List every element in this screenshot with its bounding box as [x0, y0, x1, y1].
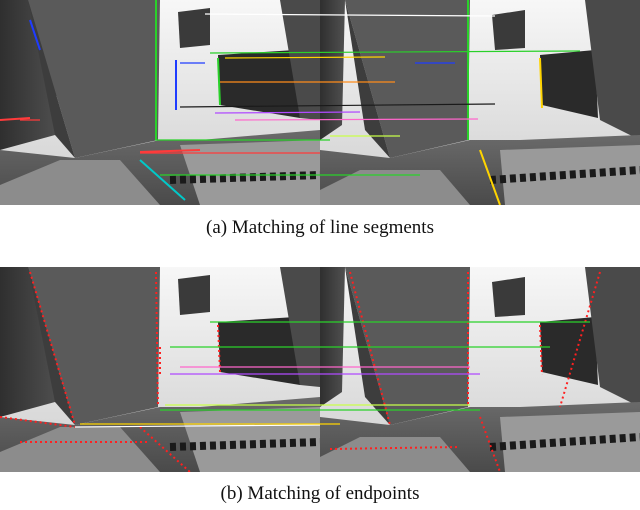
- left-camera-image: [0, 0, 321, 205]
- figure-panel-a: [0, 0, 640, 205]
- endpoint-traces: [0, 271, 601, 472]
- left-camera-image-endpoints: [0, 267, 321, 472]
- line-segments-figure: [0, 0, 640, 205]
- caption-endpoints: (b) Matching of endpoints: [220, 483, 420, 504]
- right-camera-image-endpoints: [320, 267, 640, 472]
- right-camera-image: [320, 0, 640, 205]
- match-connectors: [20, 13, 581, 176]
- endpoints-figure: [0, 267, 640, 472]
- detected-line-segments: [0, 0, 543, 205]
- figure-panel-b: [0, 267, 640, 472]
- caption-line-segments: (a) Matching of line segments: [206, 217, 434, 238]
- endpoint-match-connectors: [74, 321, 590, 428]
